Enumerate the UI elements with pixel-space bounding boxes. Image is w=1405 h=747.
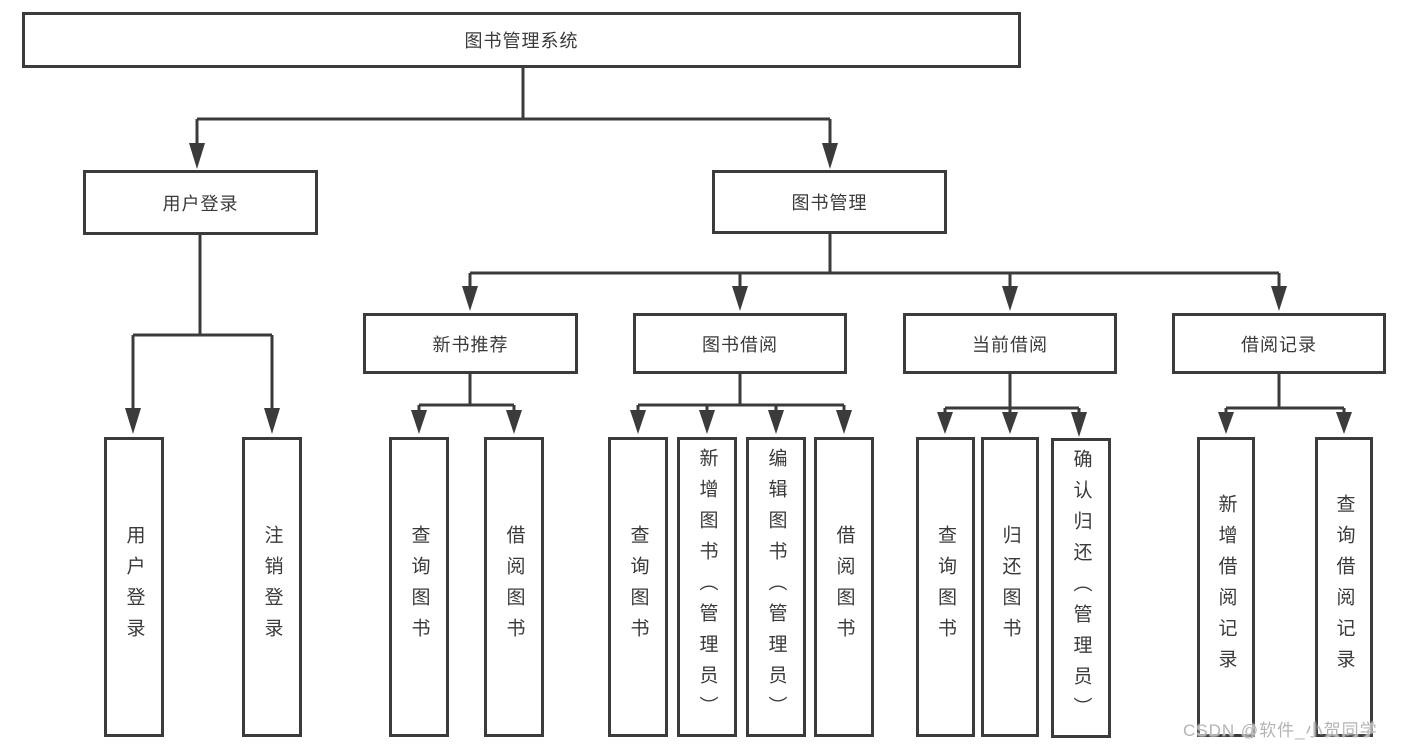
node-leaf-query-borrow-record-label: 查询借阅记录 [1333, 494, 1355, 680]
node-leaf-query-borrow-record: 查询借阅记录 [1315, 437, 1373, 737]
node-leaf-return-books-label: 归还图书 [999, 525, 1021, 649]
node-leaf-edit-books-admin: 编辑图书（管理员） [746, 437, 806, 737]
node-leaf-user-login: 用户登录 [104, 437, 164, 737]
node-root-label: 图书管理系统 [464, 31, 579, 51]
node-leaf-add-borrow-record: 新增借阅记录 [1197, 437, 1255, 737]
node-book-borrowing: 图书借阅 [633, 313, 847, 374]
node-current-borrowing-label: 当前借阅 [972, 334, 1048, 355]
node-leaf-confirm-return-admin: 确认归还（管理员） [1051, 438, 1111, 738]
connector-borrowing-children [630, 374, 852, 434]
node-leaf-confirm-return-admin-label: 确认归还（管理员） [1070, 448, 1092, 728]
node-root: 图书管理系统 [22, 12, 1021, 68]
node-user-login: 用户登录 [83, 170, 318, 235]
node-borrowing-records: 借阅记录 [1172, 313, 1386, 374]
node-leaf-query-books-1-label: 查询图书 [408, 525, 430, 649]
node-leaf-query-books-3: 查询图书 [916, 437, 975, 737]
connector-records-children [1218, 374, 1352, 434]
node-new-book-rec: 新书推荐 [363, 313, 578, 374]
node-book-borrowing-label: 图书借阅 [702, 334, 778, 355]
node-leaf-logout-label: 注销登录 [261, 525, 283, 649]
node-current-borrowing: 当前借阅 [903, 313, 1117, 374]
connector-book-mgmt-to-level2 [462, 234, 1287, 311]
connector-new-book-children [411, 374, 522, 434]
node-leaf-add-books-admin: 新增图书（管理员） [677, 437, 737, 737]
node-leaf-query-books-3-label: 查询图书 [935, 525, 956, 649]
node-leaf-add-borrow-record-label: 新增借阅记录 [1215, 494, 1237, 680]
node-leaf-query-books-2-label: 查询图书 [627, 525, 649, 649]
connector-current-children [937, 374, 1087, 437]
node-leaf-query-books-2: 查询图书 [608, 437, 668, 737]
csdn-watermark: CSDN @软件_小贺同学 [1183, 721, 1378, 740]
node-new-book-rec-label: 新书推荐 [432, 334, 509, 355]
node-leaf-user-login-label: 用户登录 [123, 525, 145, 649]
node-user-login-label: 用户登录 [162, 193, 239, 214]
node-leaf-borrow-books-2-label: 借阅图书 [833, 525, 855, 649]
node-leaf-borrow-books-2: 借阅图书 [814, 437, 874, 737]
node-leaf-borrow-books-1: 借阅图书 [484, 437, 544, 737]
node-leaf-query-books-1: 查询图书 [389, 437, 449, 737]
connector-root-to-level1 [189, 68, 838, 169]
node-leaf-add-books-admin-label: 新增图书（管理员） [696, 447, 718, 727]
node-borrowing-records-label: 借阅记录 [1241, 334, 1317, 355]
node-leaf-borrow-books-1-label: 借阅图书 [503, 525, 525, 649]
node-leaf-logout: 注销登录 [242, 437, 302, 737]
node-leaf-return-books: 归还图书 [981, 437, 1039, 737]
node-leaf-edit-books-admin-label: 编辑图书（管理员） [765, 447, 787, 727]
connector-user-login-children [125, 235, 280, 434]
node-book-mgmt: 图书管理 [712, 170, 947, 234]
node-book-mgmt-label: 图书管理 [791, 193, 868, 213]
